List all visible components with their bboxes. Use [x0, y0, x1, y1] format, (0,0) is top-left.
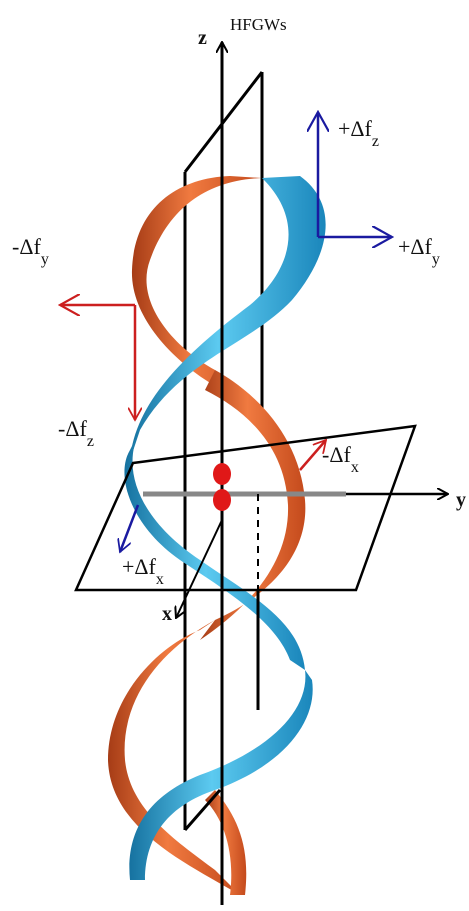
center-dot-upper — [213, 463, 231, 485]
svg-text:+Δfz: +Δfz — [338, 116, 379, 150]
x-axis-label: x — [162, 603, 172, 625]
orange-ribbon-segment — [200, 370, 306, 640]
center-dot-lower — [213, 489, 231, 511]
minus-dfx-arrow — [299, 440, 326, 471]
svg-text:-Δfy: -Δfy — [12, 234, 49, 268]
blue-ribbon-segment — [124, 430, 305, 670]
plus-dfz-label: +Δfz — [338, 116, 379, 150]
plus-dfy-label: +Δfy — [398, 234, 440, 268]
svg-text:+Δfy: +Δfy — [398, 234, 440, 268]
y-axis-label: y — [456, 489, 466, 511]
orange-ribbon-segment — [108, 620, 240, 895]
svg-text:-Δfz: -Δfz — [58, 416, 94, 450]
svg-text:-Δfx: -Δfx — [322, 442, 359, 476]
orange-ribbon-segment — [205, 790, 247, 895]
horizontal-plane — [74, 424, 417, 592]
minus-dfz-label: -Δfz — [58, 416, 94, 450]
plus-dfx-label: +Δfx — [122, 554, 164, 588]
minus-dfx-label: -Δfx — [322, 442, 359, 476]
svg-text:+Δfx: +Δfx — [122, 554, 164, 588]
hfgws-title: HFGWs — [230, 15, 287, 34]
front-plane-lines — [183, 590, 260, 831]
minus-dfy-label: -Δfy — [12, 234, 49, 268]
blue-ribbon-segment — [130, 176, 326, 460]
plus-dfx-arrow — [120, 504, 140, 552]
helix-ribbons — [108, 176, 326, 895]
x-axis — [176, 519, 223, 618]
orange-ribbon-segment — [131, 176, 262, 395]
z-axis-label: z — [198, 27, 207, 49]
